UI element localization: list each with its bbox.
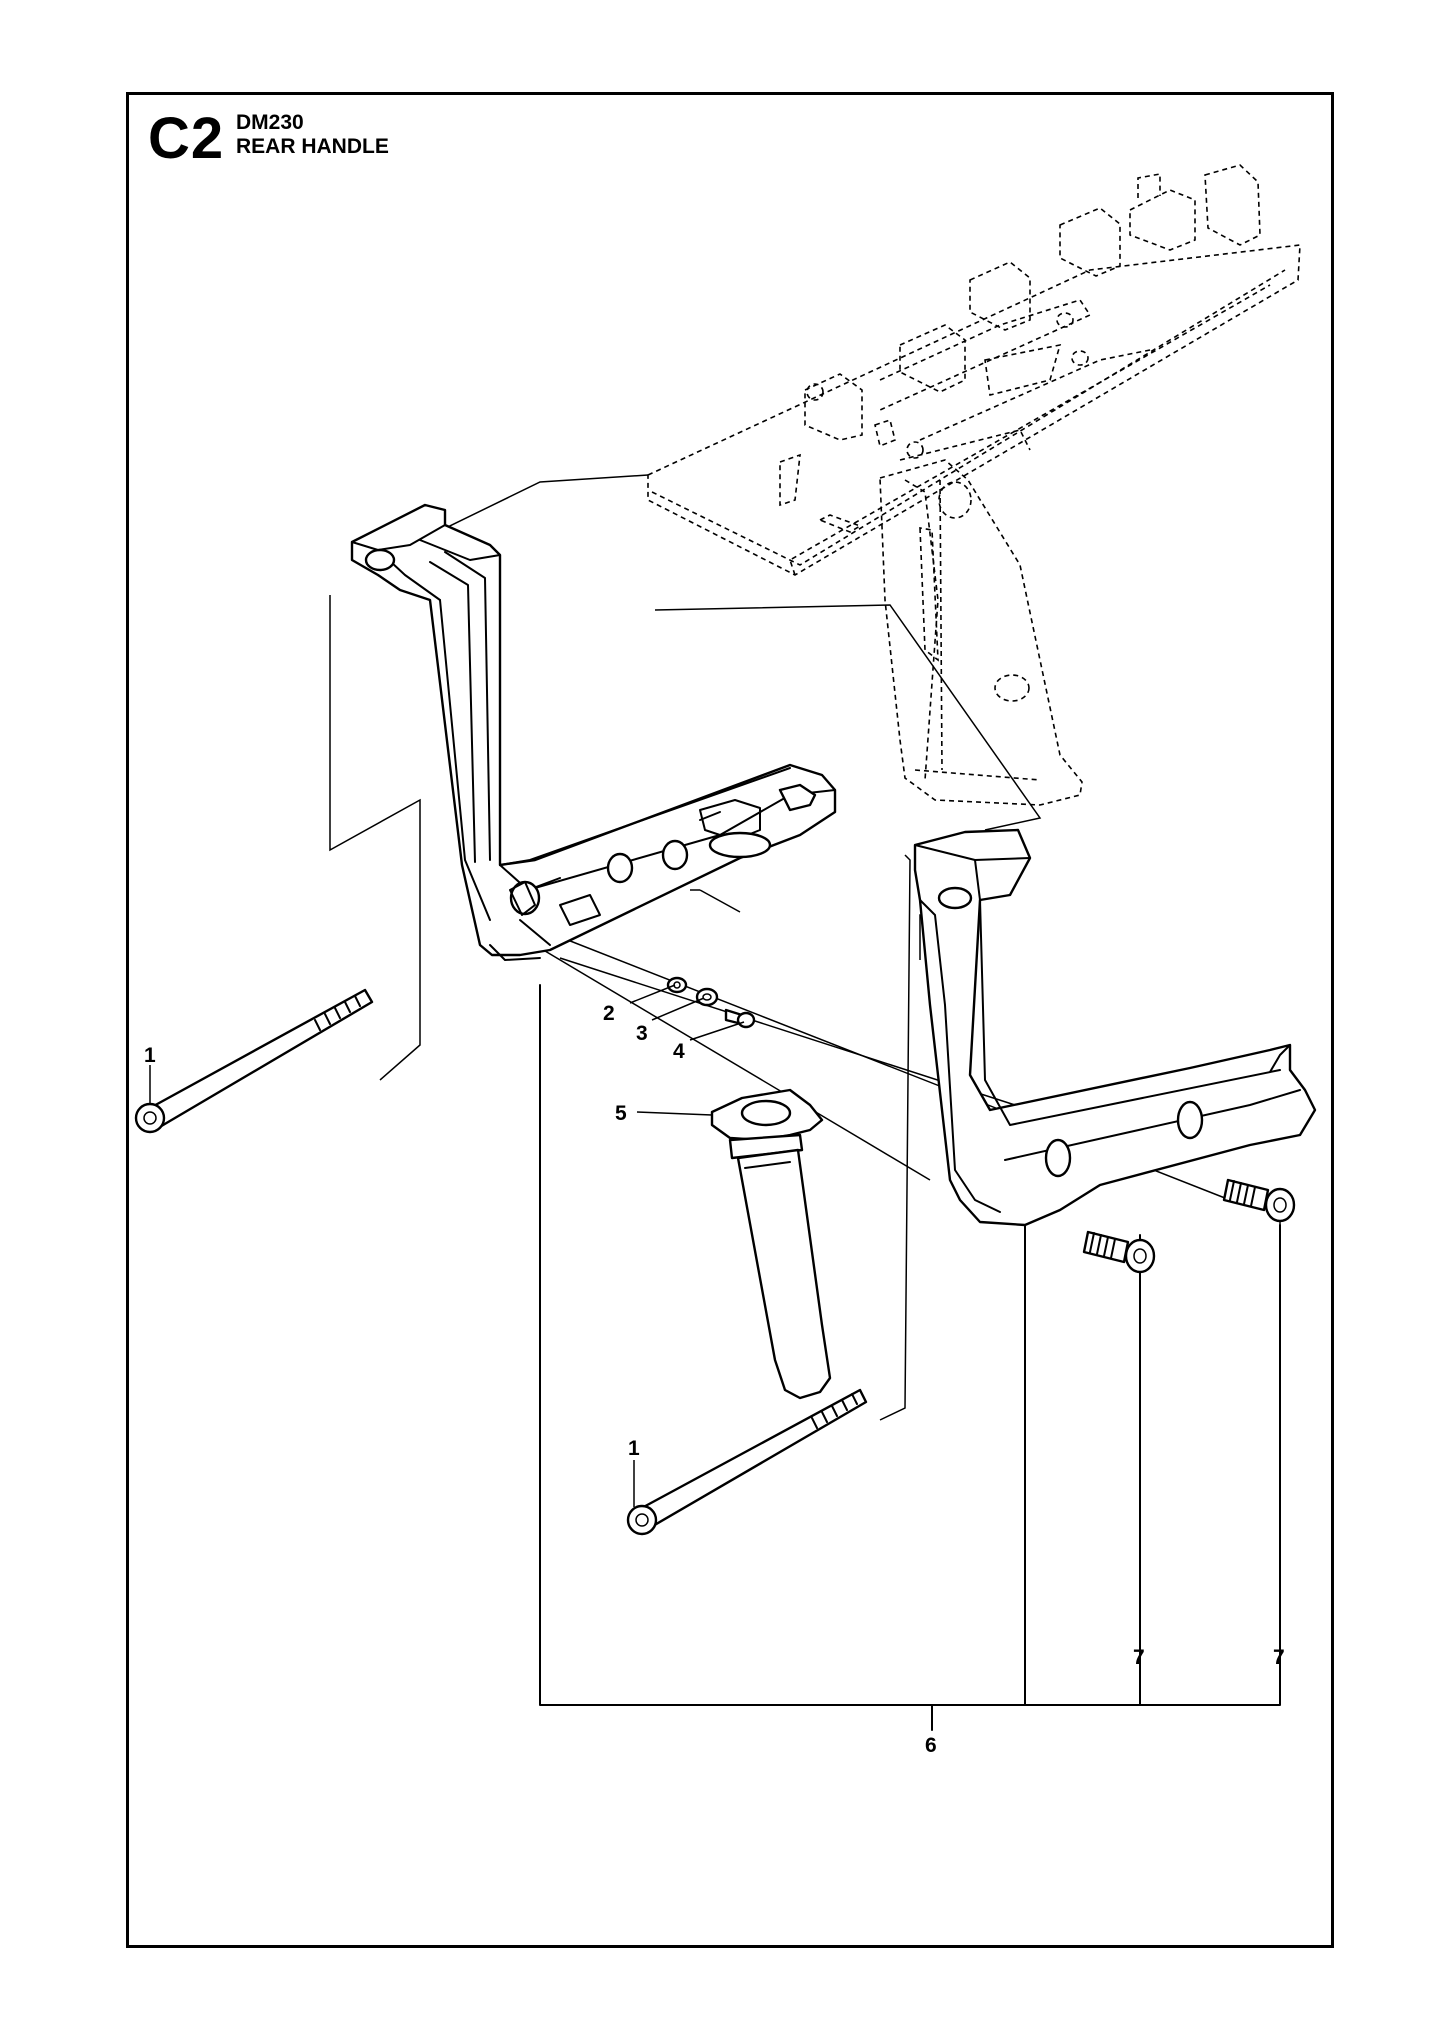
callout-5: 5 (615, 1102, 627, 1125)
washers-2-3 (666, 976, 719, 1007)
model-name: DM230 (236, 111, 304, 134)
upper-housing-reference (647, 164, 1301, 806)
grip-sleeve-5 (710, 1088, 832, 1400)
callout-4: 4 (673, 1040, 685, 1063)
screw-4 (724, 1008, 756, 1029)
callout-2: 2 (603, 1002, 615, 1025)
rear-handle-left-half (350, 503, 837, 961)
screw-1-lower (626, 1388, 868, 1536)
callout-3: 3 (636, 1022, 648, 1045)
rear-handle-right-half (913, 828, 1317, 1227)
section-code: C2 (148, 106, 225, 171)
screw-1-upper (134, 988, 374, 1134)
page-title: REAR HANDLE (236, 135, 389, 158)
callout-7-left: 7 (1133, 1646, 1145, 1669)
callout-6: 6 (925, 1734, 937, 1757)
callout-1-upper: 1 (144, 1044, 156, 1067)
screw-7-left (1082, 1230, 1156, 1274)
screw-7-right (1222, 1178, 1296, 1223)
callout-leaders (149, 984, 1281, 1650)
callout-1-lower: 1 (628, 1437, 640, 1460)
callout-7-right: 7 (1273, 1646, 1285, 1669)
page-frame (126, 92, 1334, 1948)
